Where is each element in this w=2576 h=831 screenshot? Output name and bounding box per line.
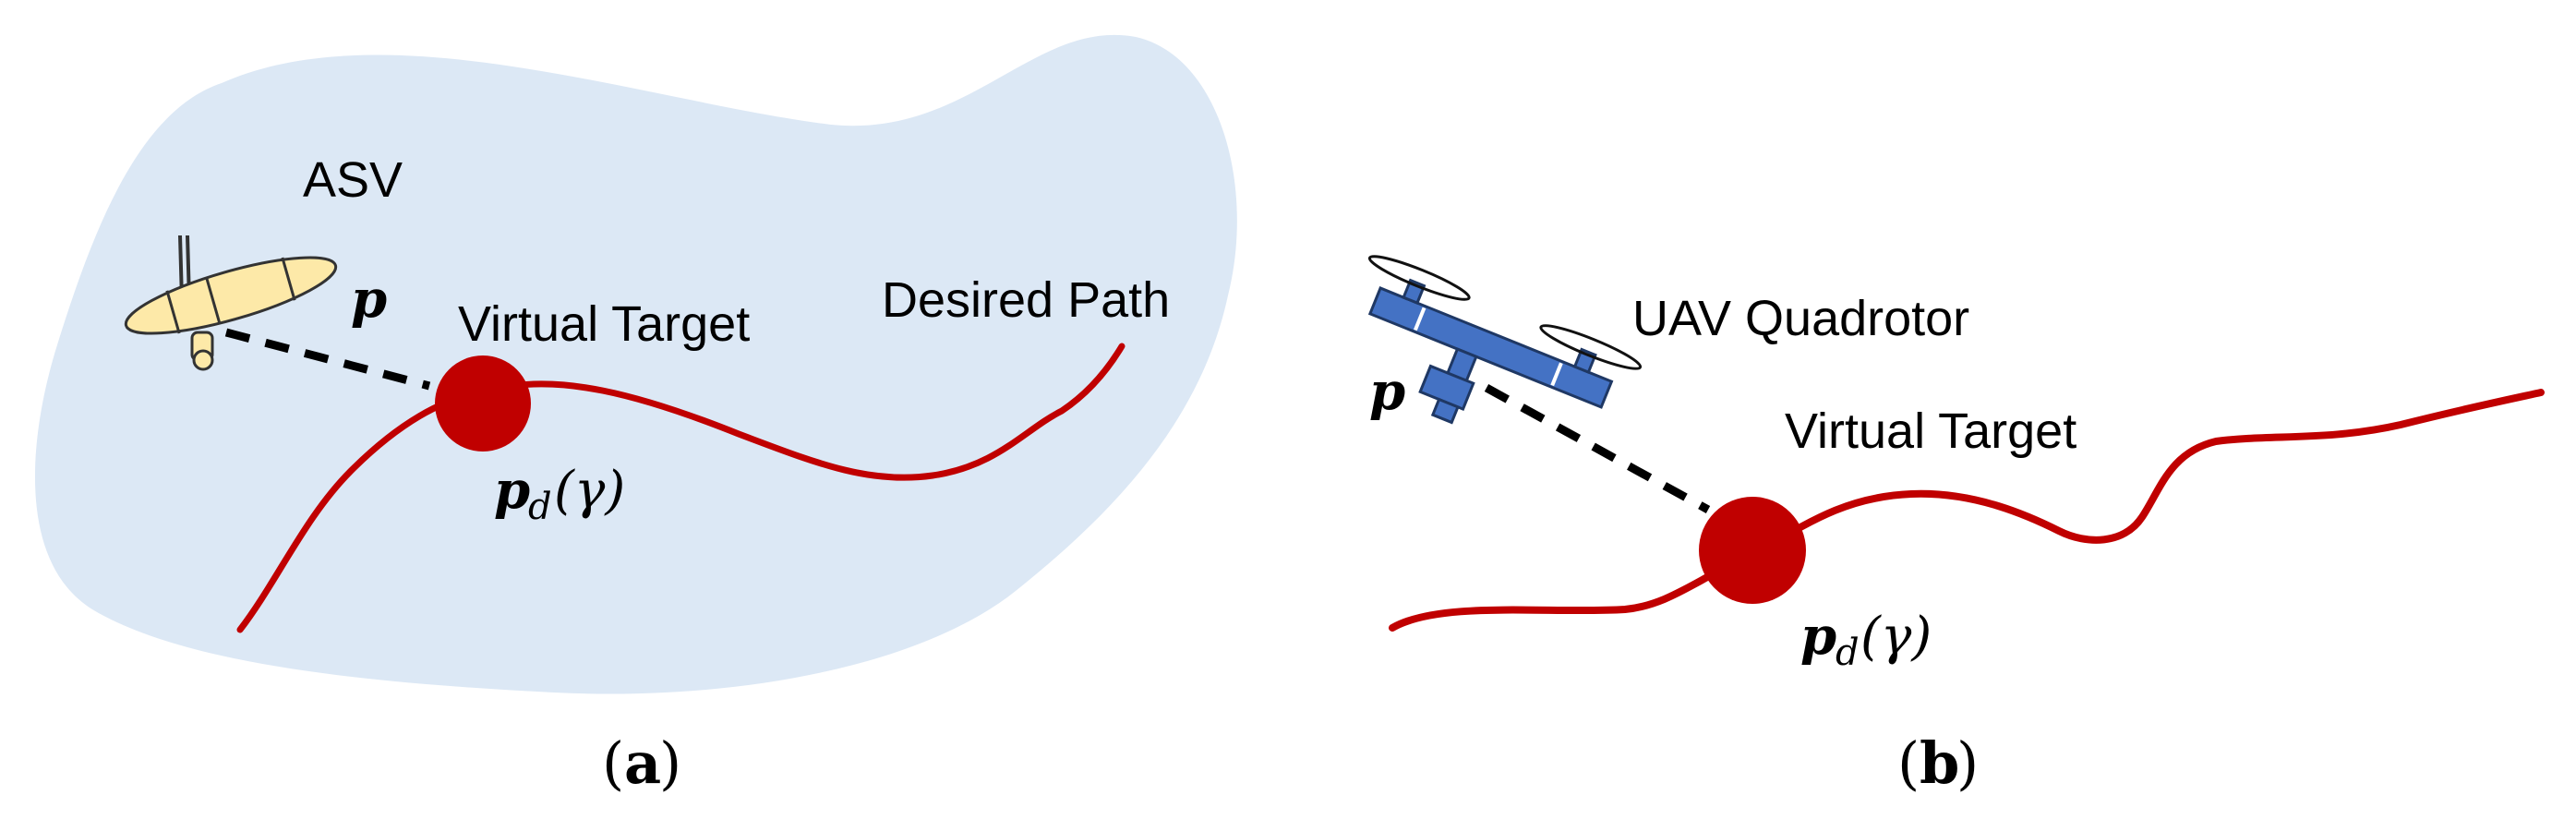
desired-subscript-b: d [1836, 632, 1860, 674]
desired-argument-a: (γ) [554, 461, 625, 521]
desired-argument-b: (γ) [1860, 607, 1932, 667]
caption-b: ( b ) [1897, 729, 1979, 797]
desired-path-a [236, 343, 1125, 633]
virtual-target-dot-b [1699, 497, 1806, 604]
desired-path-b [1389, 389, 2545, 632]
asv-label: ASV [303, 152, 403, 208]
caption-b-letter: b [1920, 729, 1959, 797]
desired-symbol-a: p [494, 460, 530, 521]
desired-point-label-b: p d (γ) [1800, 606, 1932, 674]
virtual-target-label-a: Virtual Target [458, 296, 750, 352]
virtual-target-label-b: Virtual Target [1785, 403, 2076, 459]
line-of-sight-b [1484, 384, 1711, 513]
line-of-sight-a [224, 328, 431, 391]
water-region [34, 34, 1237, 694]
caption-b-close: ) [1956, 729, 1979, 797]
panel-a: ASV p Virtual Target Desired Path p d (γ… [34, 34, 1237, 797]
position-symbol-a: p [351, 269, 387, 330]
asv-vehicle-icon [124, 235, 338, 371]
uav-quadrotor-icon [1367, 255, 1643, 425]
panel-b: UAV Quadrotor p Virtual Target p d (γ) (… [1367, 255, 2545, 797]
caption-a: ( a ) [602, 729, 681, 797]
position-symbol-b: p [1369, 361, 1405, 422]
caption-a-letter: a [624, 729, 661, 797]
caption-b-open: ( [1897, 729, 1920, 797]
desired-subscript-a: d [528, 486, 552, 528]
desired-symbol-b: p [1800, 606, 1836, 667]
uav-quadrotor-label: UAV Quadrotor [1632, 291, 1969, 346]
virtual-target-dot-a [435, 355, 531, 452]
desired-point-label-a: p d (γ) [494, 460, 625, 528]
caption-a-open: ( [602, 729, 624, 797]
caption-a-close: ) [659, 729, 681, 797]
desired-path-label: Desired Path [882, 272, 1170, 328]
